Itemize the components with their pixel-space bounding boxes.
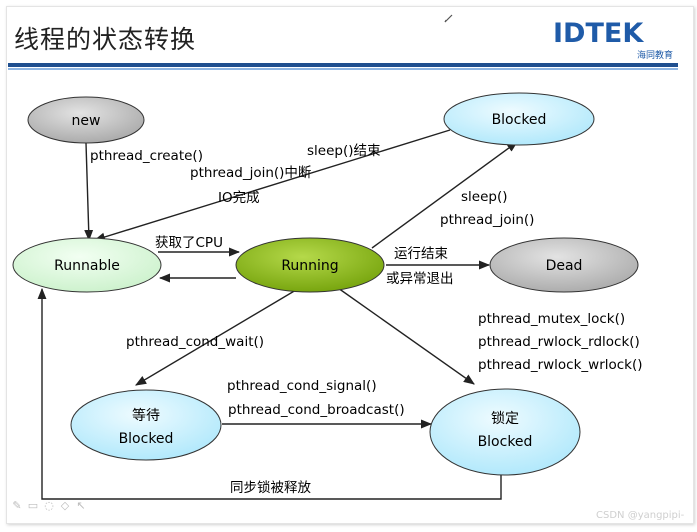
label-blocked-runnable-2: pthread_join()中断: [190, 165, 311, 181]
label-running-lock-1: pthread_mutex_lock(): [478, 311, 625, 327]
slides-icon[interactable]: ▭: [27, 499, 39, 512]
slide-toolbar: ✎ ▭ ◌ ◇ ↖: [11, 498, 87, 514]
state-wait-label-line2: Blocked: [119, 431, 174, 447]
label-running-lock-2: pthread_rwlock_rdlock(): [478, 334, 640, 350]
state-blocked-top-label: Blocked: [492, 112, 547, 128]
label-running-lock-3: pthread_rwlock_wrlock(): [478, 357, 643, 373]
state-wait-blocked: 等待 Blocked: [70, 389, 222, 461]
edge-running-wait: [135, 289, 297, 386]
state-blocked-top: Blocked: [443, 92, 595, 146]
state-running: Running: [235, 237, 385, 293]
state-dead-label: Dead: [546, 258, 583, 274]
highlighter-icon[interactable]: ◇: [60, 499, 70, 512]
state-lock-label-line1: 锁定: [491, 411, 519, 427]
label-running-blocked-2: pthread_join(): [440, 212, 534, 228]
watermark: CSDN @yangpipi-: [596, 510, 685, 521]
label-wait-lock-1: pthread_cond_signal(): [227, 378, 377, 394]
state-running-label: Running: [281, 258, 338, 274]
logo-subtitle: 海同教育: [637, 49, 673, 61]
edge-new-runnable: [84, 142, 94, 242]
header-rule: [8, 63, 678, 67]
label-blocked-runnable-3: IO完成: [218, 190, 260, 206]
pencil-icon: [444, 14, 453, 23]
state-runnable: Runnable: [12, 237, 162, 293]
label-blocked-runnable-1: sleep()结束: [307, 143, 381, 159]
header-rule-light: [8, 68, 678, 70]
state-runnable-label: Runnable: [54, 258, 120, 274]
logo-word: IDTEK: [553, 18, 644, 49]
label-new-runnable: pthread_create(): [90, 148, 203, 164]
edge-running-lock: [337, 287, 475, 385]
pen-icon[interactable]: ✎: [12, 499, 22, 512]
state-new-label: new: [72, 113, 101, 129]
logo: IDTEK 海同教育: [553, 18, 673, 61]
label-wait-lock-2: pthread_cond_broadcast(): [228, 402, 405, 418]
edge-running-blocked: [371, 141, 518, 249]
state-lock-label-line2: Blocked: [478, 434, 533, 450]
state-dead: Dead: [489, 237, 639, 293]
state-lock-blocked: 锁定 Blocked: [429, 388, 581, 476]
edge-lock-runnable: [37, 287, 502, 500]
label-running-dead-2: 或异常退出: [386, 271, 454, 287]
label-running-blocked-1: sleep(): [461, 189, 508, 205]
state-new: new: [27, 96, 145, 144]
pointer-icon[interactable]: ↖: [76, 499, 86, 512]
state-wait-label-line1: 等待: [132, 407, 160, 424]
label-running-dead-1: 运行结束: [394, 246, 448, 262]
label-running-wait: pthread_cond_wait(): [126, 334, 264, 350]
label-runnable-running: 获取了CPU: [155, 235, 223, 251]
eraser-icon[interactable]: ◌: [44, 499, 54, 512]
label-lock-runnable: 同步锁被释放: [230, 480, 311, 496]
page-title: 线程的状态转换: [14, 25, 197, 54]
edge-blocked-runnable: [93, 129, 451, 242]
